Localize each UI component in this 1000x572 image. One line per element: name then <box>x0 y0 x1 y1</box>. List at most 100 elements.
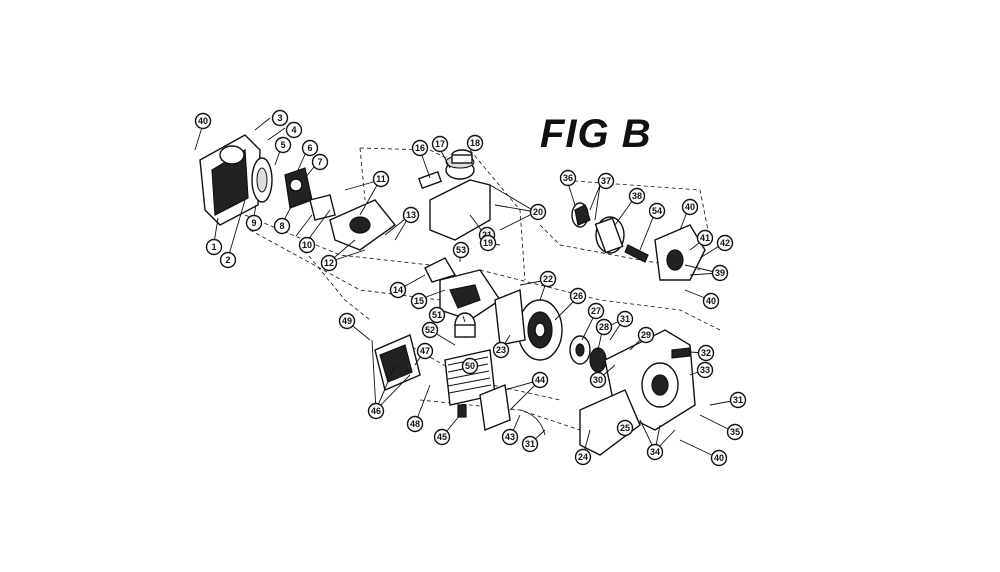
spark-plug-wire <box>519 409 546 436</box>
callout-42: 42 <box>716 234 734 252</box>
figure-title: FIG B <box>540 112 652 156</box>
callout-48: 48 <box>406 415 424 433</box>
callout-38: 38 <box>628 187 646 205</box>
svg-text:23: 23 <box>496 345 506 355</box>
svg-text:22: 22 <box>543 274 553 284</box>
svg-text:35: 35 <box>730 427 740 437</box>
callout-51: 51 <box>428 306 446 324</box>
flywheel <box>517 299 563 361</box>
callout-28: 28 <box>595 318 613 336</box>
callout-52: 52 <box>421 321 439 339</box>
callout-24: 24 <box>574 448 592 466</box>
callout-1: 1 <box>205 238 223 256</box>
callouts: 40 3 4 5 6 7 1 2 9 8 10 12 13 11 16 17 1… <box>194 109 747 467</box>
svg-text:31: 31 <box>733 395 743 405</box>
callout-49: 49 <box>338 312 356 330</box>
svg-text:26: 26 <box>573 291 583 301</box>
svg-text:29: 29 <box>641 330 651 340</box>
svg-text:3: 3 <box>277 113 282 123</box>
crankcase <box>439 269 501 321</box>
svg-text:38: 38 <box>632 191 642 201</box>
callout-25: 25 <box>616 419 634 437</box>
svg-text:1: 1 <box>211 242 216 252</box>
svg-text:47: 47 <box>420 346 430 356</box>
svg-text:4: 4 <box>291 125 296 135</box>
callout-29: 29 <box>637 326 655 344</box>
callout-3: 3 <box>271 109 289 127</box>
callout-34: 34 <box>646 443 664 461</box>
svg-text:10: 10 <box>302 240 312 250</box>
piston <box>454 312 476 338</box>
svg-text:28: 28 <box>599 322 609 332</box>
svg-text:44: 44 <box>535 375 545 385</box>
callout-35: 35 <box>726 423 744 441</box>
fuel-cap <box>451 149 473 164</box>
svg-text:24: 24 <box>578 452 588 462</box>
svg-text:12: 12 <box>324 258 334 268</box>
ignition-coil <box>479 384 511 431</box>
callout-8: 8 <box>273 217 291 235</box>
svg-text:46: 46 <box>371 406 381 416</box>
callout-45: 45 <box>433 428 451 446</box>
svg-text:32: 32 <box>701 348 711 358</box>
svg-text:27: 27 <box>591 306 601 316</box>
callout-19: 19 <box>479 234 497 252</box>
callout-43: 43 <box>501 428 519 446</box>
callout-7: 7 <box>311 153 329 171</box>
svg-text:34: 34 <box>650 447 660 457</box>
svg-text:36: 36 <box>563 173 573 183</box>
clutch-shoe <box>571 202 591 228</box>
callout-12: 12 <box>320 254 338 272</box>
svg-text:43: 43 <box>505 432 515 442</box>
svg-text:48: 48 <box>410 419 420 429</box>
starter-pulley <box>569 335 591 365</box>
filter-element <box>251 157 273 203</box>
callout-40-d: 40 <box>710 449 728 467</box>
clutch-housing <box>654 224 706 281</box>
callout-5: 5 <box>274 136 292 154</box>
svg-text:45: 45 <box>437 432 447 442</box>
callout-20: 20 <box>529 203 547 221</box>
callout-9: 9 <box>245 214 263 232</box>
svg-text:30: 30 <box>593 375 603 385</box>
intake-manifold <box>329 199 397 251</box>
svg-text:37: 37 <box>601 176 611 186</box>
svg-text:51: 51 <box>432 310 442 320</box>
starter-handle <box>671 347 691 359</box>
callout-2: 2 <box>219 251 237 269</box>
clutch-drum <box>594 216 625 254</box>
callout-50: 50 <box>461 357 479 375</box>
svg-text:11: 11 <box>376 174 386 184</box>
svg-text:31: 31 <box>525 439 535 449</box>
ignition-module <box>494 289 526 346</box>
svg-text:2: 2 <box>225 255 230 265</box>
svg-text:25: 25 <box>620 423 630 433</box>
callout-40-c: 40 <box>702 292 720 310</box>
callout-18: 18 <box>466 134 484 152</box>
callout-26: 26 <box>569 287 587 305</box>
gasket <box>424 257 457 283</box>
callout-37: 37 <box>597 172 615 190</box>
callout-46: 46 <box>367 402 385 420</box>
svg-text:50: 50 <box>465 361 475 371</box>
svg-text:49: 49 <box>342 316 352 326</box>
callout-32: 32 <box>697 344 715 362</box>
drive-shaft-spring <box>624 244 649 263</box>
svg-text:40: 40 <box>714 453 724 463</box>
callout-39: 39 <box>711 264 729 282</box>
svg-text:20: 20 <box>533 207 543 217</box>
callout-30: 30 <box>589 371 607 389</box>
svg-text:53: 53 <box>456 245 466 255</box>
svg-text:18: 18 <box>470 138 480 148</box>
callout-15: 15 <box>410 292 428 310</box>
callout-13: 13 <box>402 206 420 224</box>
callout-14: 14 <box>389 281 407 299</box>
callout-47: 47 <box>416 342 434 360</box>
callout-23: 23 <box>492 341 510 359</box>
svg-text:33: 33 <box>700 365 710 375</box>
callout-36: 36 <box>559 169 577 187</box>
svg-text:40: 40 <box>706 296 716 306</box>
svg-text:39: 39 <box>715 268 725 278</box>
svg-text:16: 16 <box>415 143 425 153</box>
engine-shroud <box>579 389 641 456</box>
